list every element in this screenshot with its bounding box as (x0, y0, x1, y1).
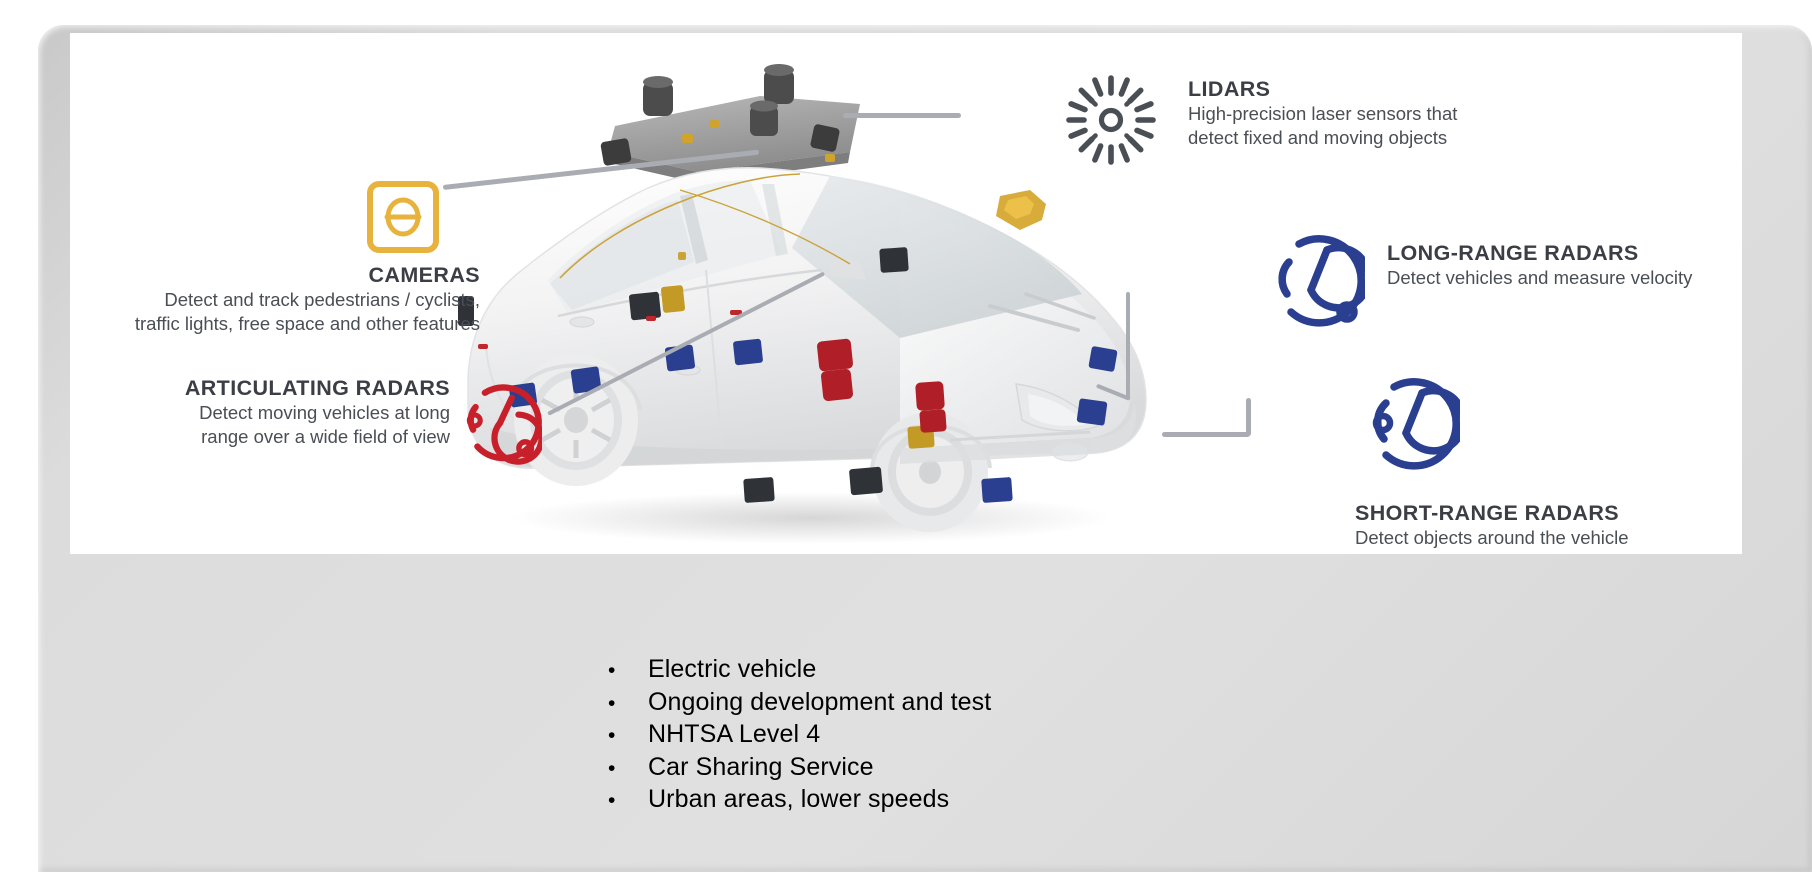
bullet-label: Ongoing development and test (648, 687, 992, 716)
callout-desc-line1: Detect objects around the vehicle (1355, 527, 1629, 549)
bullet-label: Car Sharing Service (648, 752, 874, 781)
vehicle-illustration (430, 48, 1180, 543)
bullet-marker: • (608, 724, 616, 748)
callout-desc-line1: Detect and track pedestrians / cyclists, (164, 289, 480, 311)
bullet-marker: • (608, 756, 616, 780)
callout-title: LIDARS (1188, 77, 1271, 101)
bullet-list: • Electric vehicle • Ongoing development… (600, 655, 1500, 818)
bullet-marker: • (608, 691, 616, 715)
connector-lidars (843, 113, 961, 118)
callout-desc-line1: Detect vehicles and measure velocity (1387, 267, 1693, 289)
bullet-label: Urban areas, lower speeds (648, 785, 950, 814)
list-item: • Electric vehicle (600, 655, 1500, 688)
sensor-markers (458, 247, 1118, 503)
camera-lens-icon (366, 180, 440, 259)
list-item: • NHTSA Level 4 (600, 720, 1500, 753)
callout-desc-line2: traffic lights, free space and other fea… (134, 313, 480, 335)
callout-title: LONG-RANGE RADARS (1387, 241, 1639, 265)
list-item: • Car Sharing Service (600, 753, 1500, 786)
radar-swirl-icon (458, 381, 545, 470)
callout-desc-line2: range over a wide field of view (201, 426, 450, 448)
callout-desc-line2: detect fixed and moving objects (1188, 127, 1448, 149)
list-item: • Ongoing development and test (600, 688, 1500, 721)
callout-desc-line1: High-precision laser sensors that (1188, 103, 1458, 125)
callout-articulating-radars[interactable]: ARTICULATING RADARS Detect moving vehicl… (30, 375, 545, 465)
bullet-marker: • (608, 659, 616, 682)
roof-sensor-pod (600, 64, 860, 196)
list-item: • Urban areas, lower speeds (600, 785, 1500, 818)
connector-short-range-v (1246, 398, 1251, 436)
radar-swirl-icon (1265, 232, 1373, 337)
lidar-sunburst-icon (1063, 72, 1159, 173)
bullet-marker: • (608, 789, 616, 813)
radar-swirl-icon (1360, 375, 1468, 480)
callout-cameras[interactable]: CAMERAS Detect and track pedestrians / c… (40, 181, 480, 336)
callout-title: CAMERAS (368, 263, 480, 287)
connector-short-range-h (1162, 432, 1250, 437)
rear-wheel (514, 354, 638, 486)
callout-title: ARTICULATING RADARS (184, 376, 450, 400)
callout-desc-line1: Detect moving vehicles at long (199, 402, 450, 424)
callout-title: SHORT-RANGE RADARS (1355, 501, 1620, 525)
bullet-label: NHTSA Level 4 (648, 720, 821, 749)
bullet-label: Electric vehicle (648, 655, 817, 683)
vehicle-body (467, 166, 1147, 532)
connector-long-range-v (1126, 292, 1130, 400)
